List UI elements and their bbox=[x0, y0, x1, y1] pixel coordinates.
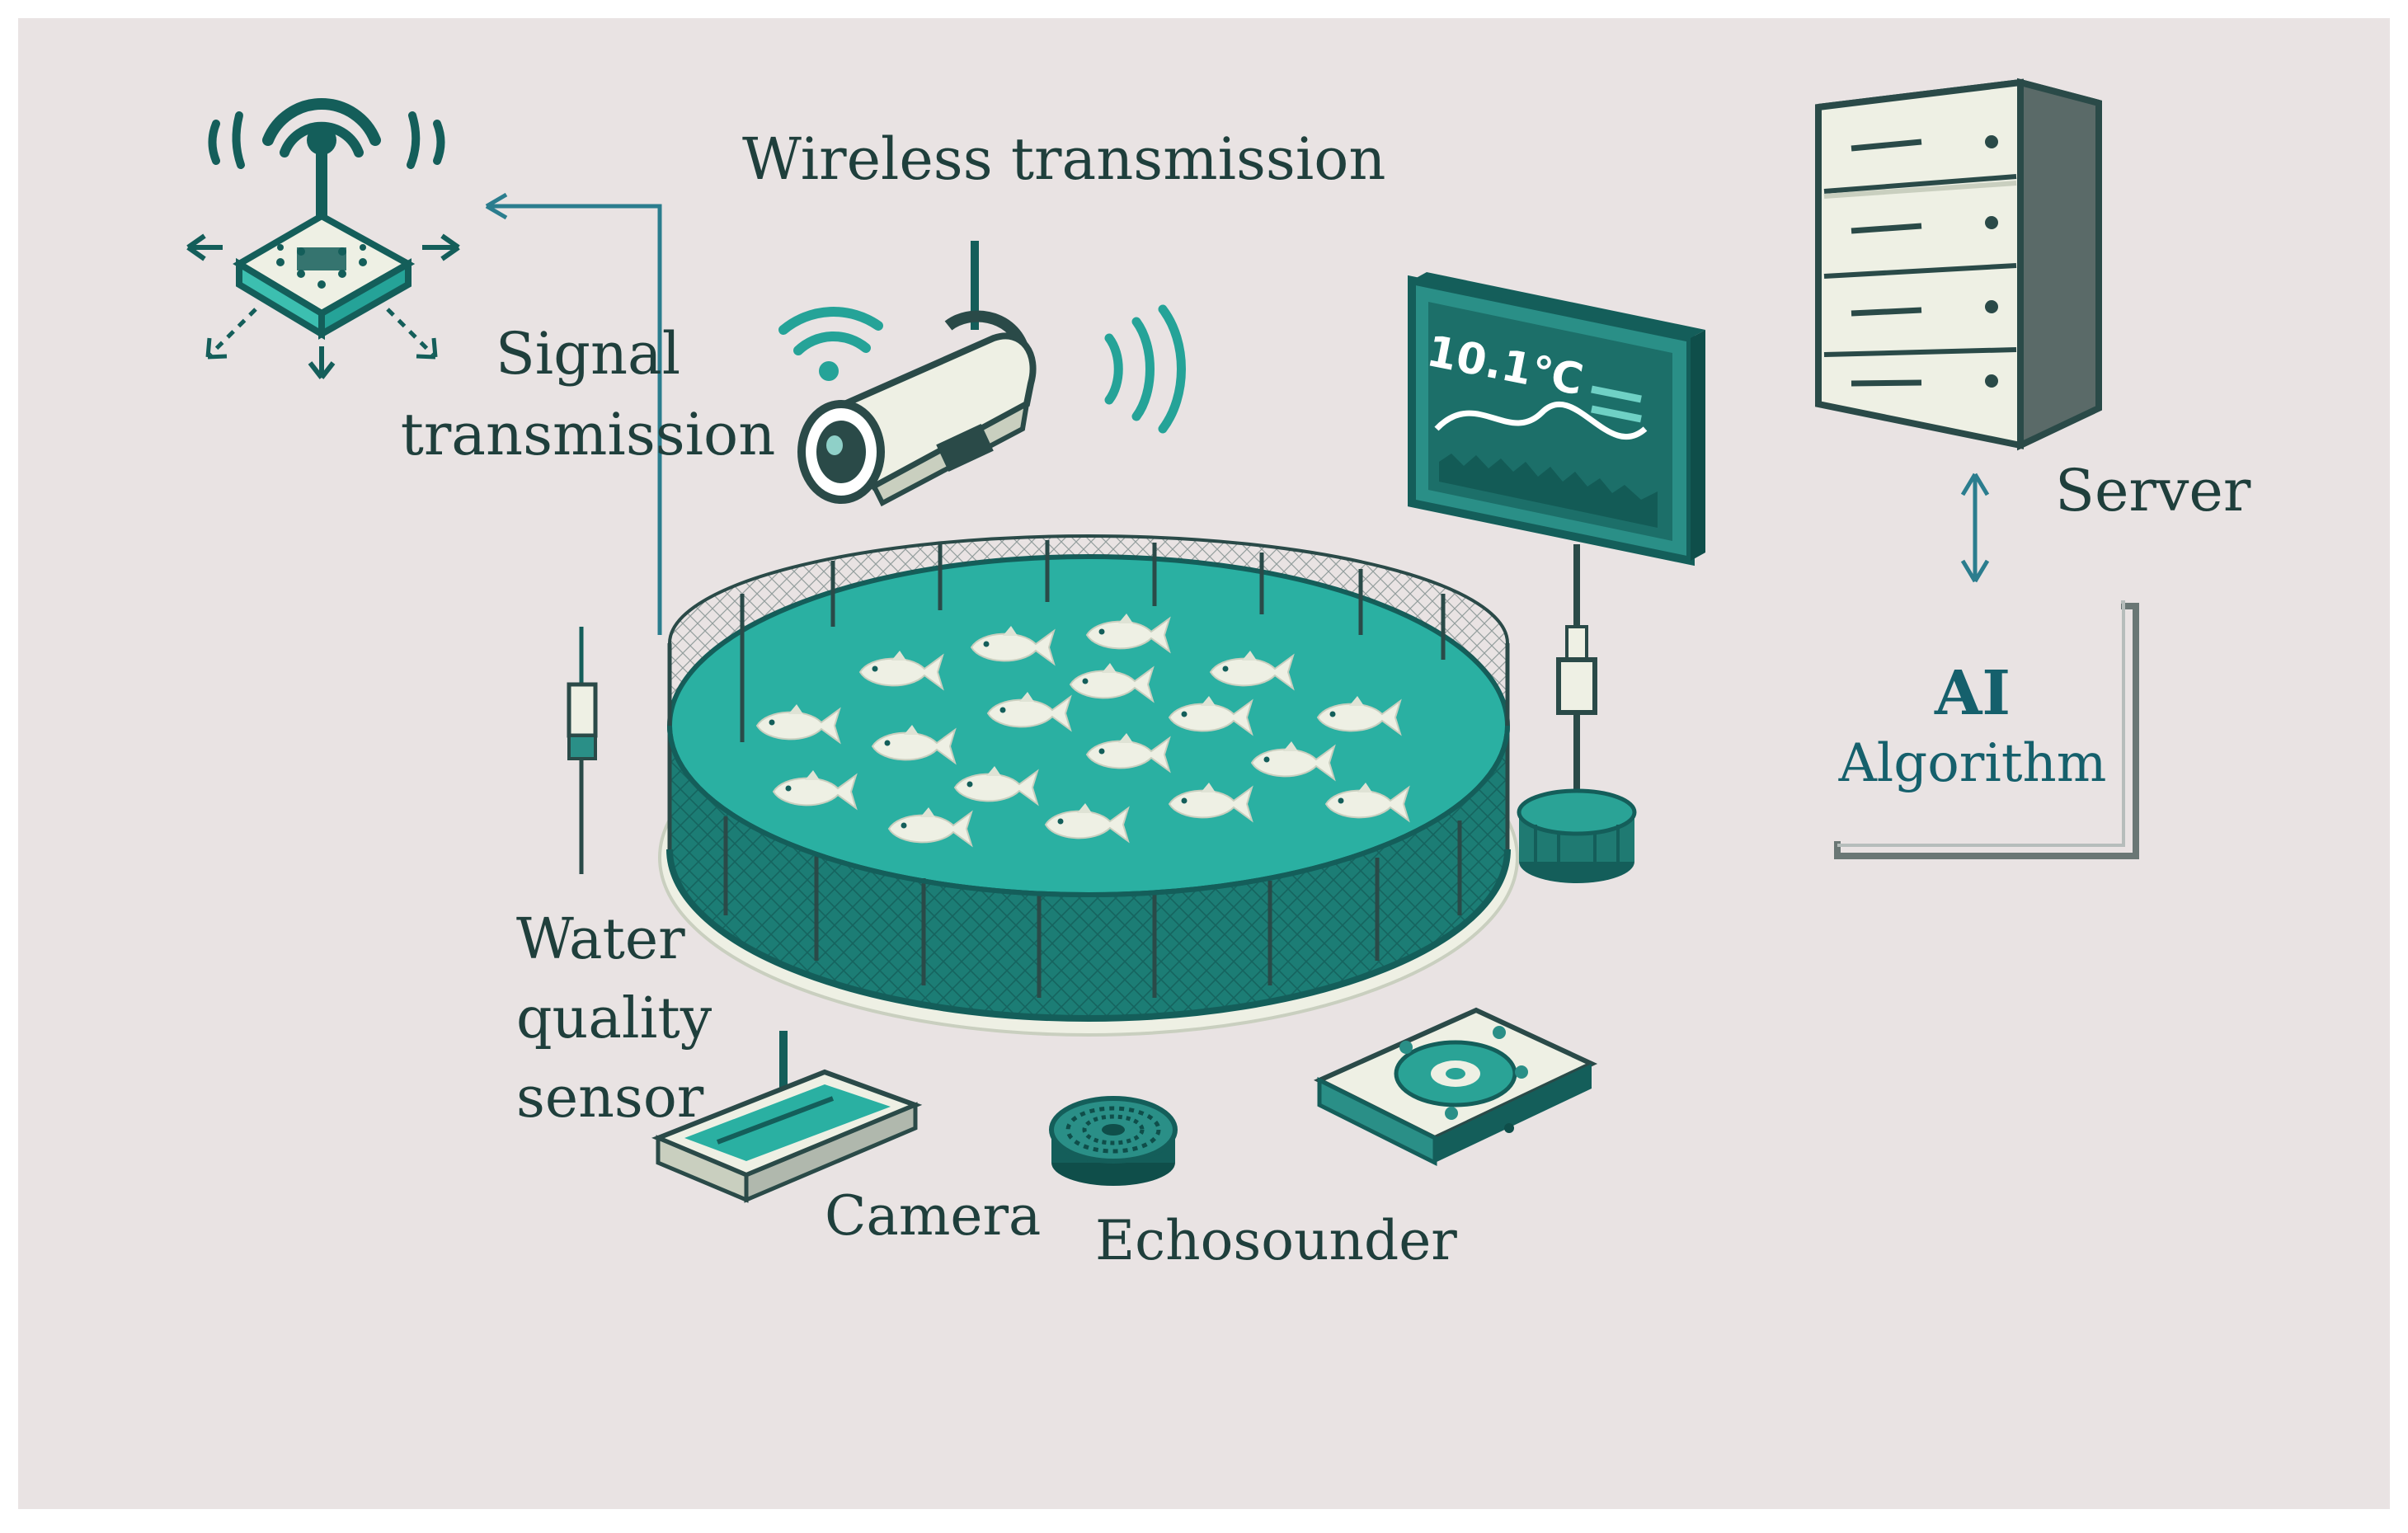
camera-label: Camera bbox=[825, 1184, 1042, 1248]
security-camera-icon bbox=[797, 241, 1037, 507]
sensor-box-icon bbox=[1313, 1007, 1598, 1167]
wireless-signal-node-icon bbox=[186, 97, 460, 379]
underwater-camera-device-icon bbox=[651, 1031, 923, 1203]
ai-label: AI bbox=[1934, 658, 2011, 729]
wifi-icon bbox=[778, 304, 1186, 434]
signal-label-line1: Signal bbox=[495, 320, 681, 388]
server-ai-bidirectional-arrow bbox=[1960, 473, 1990, 583]
signal-label-line2: transmission bbox=[400, 401, 776, 468]
server-tower-icon bbox=[1815, 78, 2102, 451]
echosounder-label: Echosounder bbox=[1095, 1209, 1457, 1272]
echosounder-device-icon bbox=[1049, 1096, 1178, 1186]
ai-algorithm-label: AI Algorithm bbox=[1832, 656, 2113, 797]
server-label: Server bbox=[2055, 457, 2251, 524]
water-label-line3: sensor bbox=[516, 1065, 704, 1131]
circular-fish-cage-icon bbox=[658, 534, 1519, 1037]
signal-transmission-arrow bbox=[485, 192, 662, 635]
ai-algorithm-box bbox=[1834, 600, 2139, 859]
water-label-line2: quality bbox=[516, 986, 713, 1051]
water-quality-probe-icon bbox=[567, 627, 598, 874]
wireless-transmission-label: Wireless transmission bbox=[742, 125, 1386, 193]
temperature-monitor-icon bbox=[1408, 272, 1705, 883]
algorithm-label: Algorithm bbox=[1838, 733, 2107, 794]
water-quality-sensor-label: Water quality sensor bbox=[516, 901, 712, 1138]
signal-transmission-label: Signal transmission bbox=[394, 313, 782, 475]
water-label-line1: Water bbox=[516, 907, 685, 972]
